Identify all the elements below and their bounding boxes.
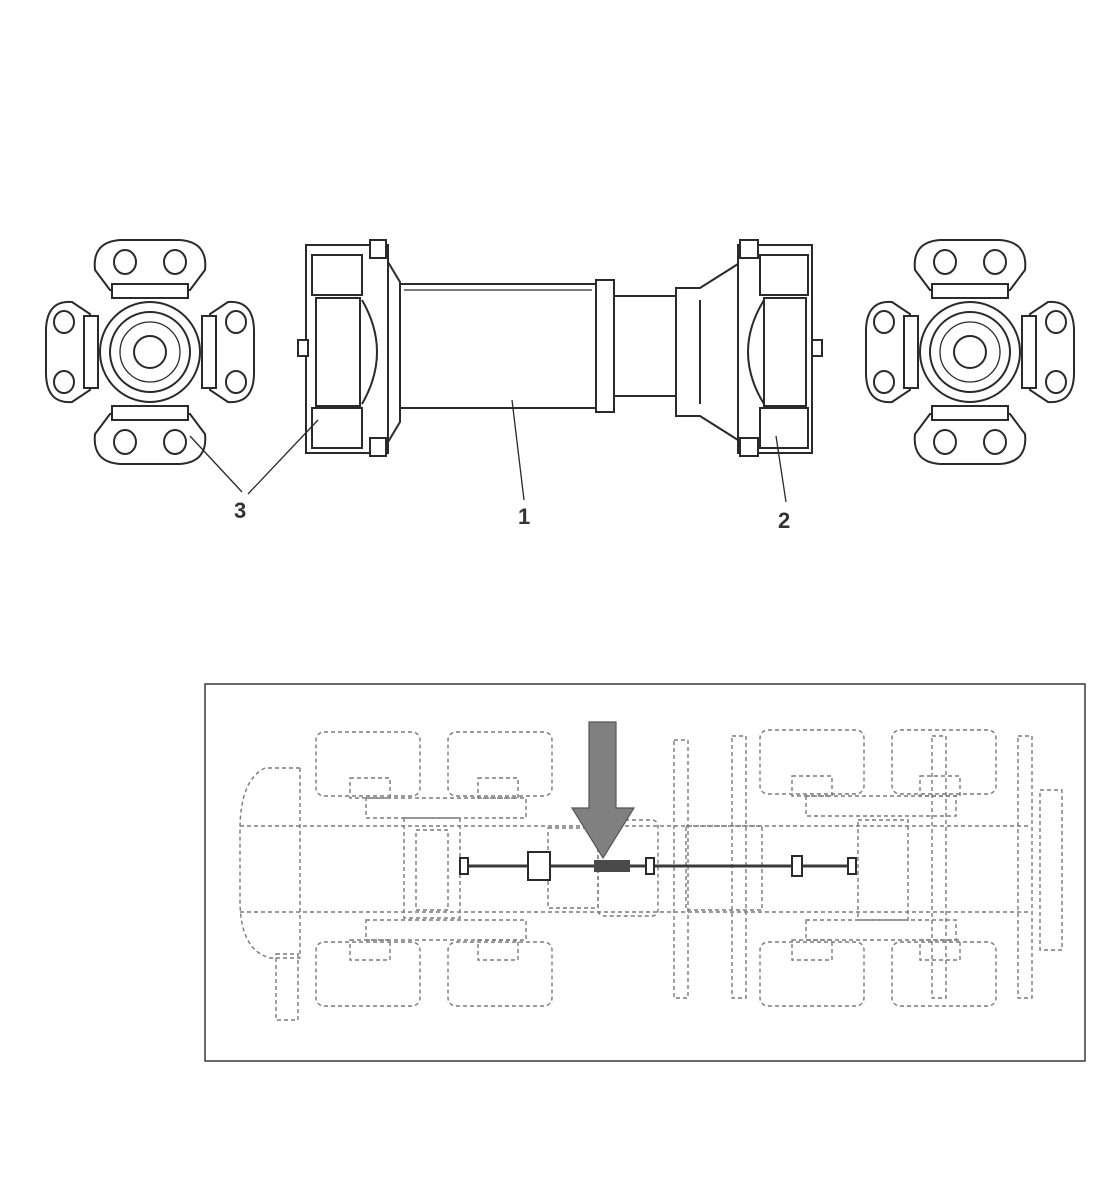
propeller-shaft — [297, 239, 823, 457]
callout-2: 2 — [778, 508, 790, 533]
callout-3: 3 — [234, 498, 246, 523]
leader-lines — [189, 399, 787, 503]
callout-1: 1 — [518, 504, 530, 529]
location-inset — [204, 683, 1086, 1062]
universal-joint-cross-left — [44, 239, 256, 465]
universal-joint-cross-right — [864, 239, 1076, 465]
location-arrow-icon — [570, 721, 636, 860]
